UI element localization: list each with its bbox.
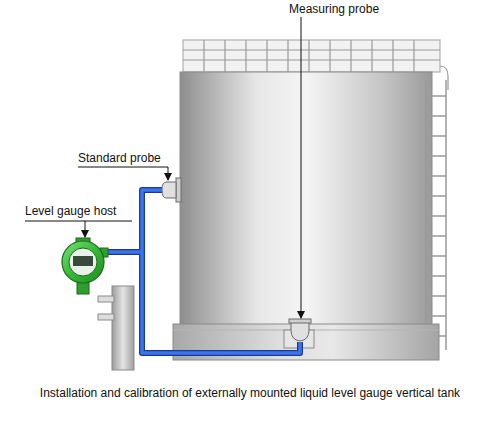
support-pole	[112, 286, 134, 370]
railing-post	[287, 40, 288, 72]
probe-flange	[289, 319, 311, 323]
standard-probe	[162, 182, 176, 198]
railing-post	[308, 40, 309, 72]
ladder-rung	[426, 195, 446, 197]
ladder-handrail	[440, 66, 448, 90]
leader-arrow	[85, 221, 86, 237]
gauge-window	[69, 248, 97, 276]
railing-post	[224, 40, 225, 72]
tank-body	[180, 72, 432, 328]
ladder-rung	[426, 235, 446, 237]
ladder-rung	[426, 115, 446, 117]
ladder-rung	[426, 255, 446, 257]
ladder-rail	[425, 80, 427, 350]
railing-post	[245, 40, 246, 72]
ladder-rung	[426, 295, 446, 297]
railing-rail	[183, 59, 440, 60]
ladder-rung	[426, 315, 446, 317]
railing-post	[203, 40, 204, 72]
ladder-rail	[445, 80, 447, 350]
ladder-rung	[426, 275, 446, 277]
leader-line	[25, 221, 132, 222]
ladder-rung	[426, 175, 446, 177]
ladder-rung	[426, 95, 446, 97]
railing-post	[329, 40, 330, 72]
ladder-rung	[426, 215, 446, 217]
probe-flange	[176, 178, 181, 202]
level-gauge-host	[62, 241, 104, 283]
cable-outline	[106, 190, 300, 353]
figure-caption: Installation and calibration of external…	[10, 386, 490, 400]
railing-rail	[183, 49, 440, 50]
leader-lines	[25, 17, 301, 318]
railing-frame	[183, 40, 440, 72]
cable-group	[106, 190, 300, 353]
part-label: Measuring probe	[289, 2, 379, 16]
gauge-display	[73, 256, 93, 266]
leader-arrow	[301, 17, 302, 318]
ladder-rung	[426, 155, 446, 157]
railing-post	[413, 40, 414, 72]
part-label: Level gauge host	[25, 204, 116, 218]
railing-post	[392, 40, 393, 72]
measuring-probe	[291, 322, 309, 341]
part-label: Standard probe	[78, 151, 161, 165]
mount-bracket	[98, 296, 114, 302]
ladder-rung	[426, 135, 446, 137]
railing-post	[266, 40, 267, 72]
signal-cable	[106, 190, 300, 353]
leader-arrow	[78, 167, 168, 180]
tank-ladder	[426, 80, 446, 350]
railing-post	[350, 40, 351, 72]
railing-post	[371, 40, 372, 72]
mount-bracket	[98, 314, 114, 320]
